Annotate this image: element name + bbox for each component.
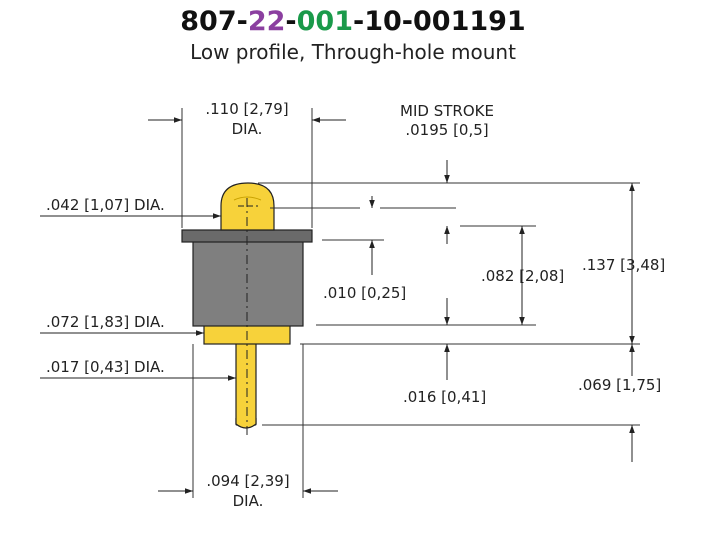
collar-step-label: .010 [0,25] <box>323 284 406 302</box>
mid-stroke-label: MID STROKE <box>400 102 494 120</box>
part-number-suffix: -10-001191 <box>353 6 526 37</box>
part-number-title: 807-22-001-10-001191 <box>0 6 706 37</box>
top-dia-label: DIA. <box>232 120 263 138</box>
part-number-series: 22 <box>247 6 286 37</box>
extension-lines <box>181 108 640 498</box>
tip-dia-label: .042 [1,07] DIA. <box>46 196 165 214</box>
dimension-arrows <box>40 117 635 494</box>
housing-body <box>192 239 304 327</box>
pogo-pin-part <box>181 182 313 436</box>
travel-label: .082 [2,08] <box>481 267 564 285</box>
flange-thickness-label: .016 [0,41] <box>403 388 486 406</box>
part-number-prefix: 807- <box>180 6 248 37</box>
bottom-dia-label: DIA. <box>233 492 264 510</box>
plunger-highlight <box>233 196 262 201</box>
top-dia-value: .110 [2,79] <box>205 100 288 118</box>
bottom-dia-value: .094 [2,39] <box>206 472 289 490</box>
flange-dia-label: .072 [1,83] DIA. <box>46 313 165 331</box>
part-subtitle: Low profile, Through-hole mount <box>190 40 516 64</box>
tail-dia-label: .017 [0,43] DIA. <box>46 358 165 376</box>
mid-stroke-value: .0195 [0,5] <box>405 121 488 139</box>
tail-length-label: .069 [1,75] <box>578 376 661 394</box>
part-number-sep: - <box>285 6 297 37</box>
tail-pin-tip <box>235 418 257 429</box>
part-number-code: 001 <box>296 6 354 37</box>
overall-height-label: .137 [3,48] <box>582 256 665 274</box>
tail-pin <box>235 339 257 426</box>
